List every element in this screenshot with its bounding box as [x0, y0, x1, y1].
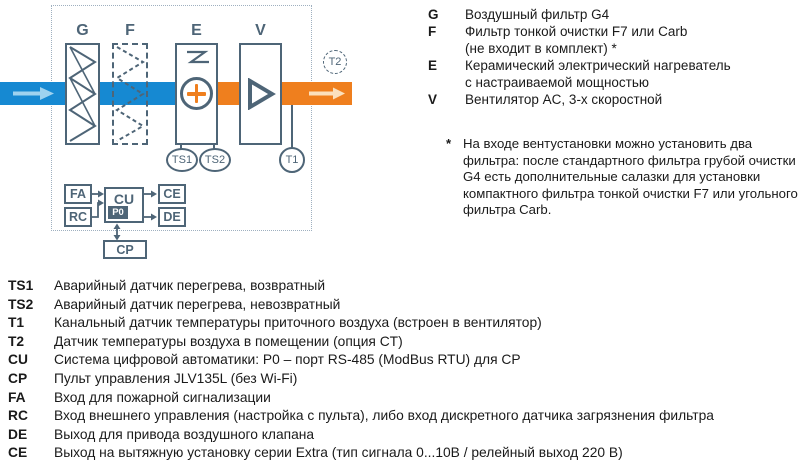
filter-f-box	[112, 43, 148, 145]
intake-flow-arrow-icon	[13, 87, 54, 100]
spec-row-label: CP	[8, 370, 28, 386]
spec-row: DE Выход для привода воздушного клапана	[8, 426, 796, 445]
filter-g-zigzag-icon	[68, 46, 97, 142]
heater-element-icon	[180, 77, 213, 110]
legend-row: F Фильтр тонкой очистки F7 или Carb (не …	[428, 23, 800, 57]
input-rc-box: RC	[64, 207, 92, 227]
heater-coil-icon	[187, 50, 209, 64]
legend-item-label: F	[428, 24, 437, 39]
legend-item-label: V	[428, 92, 438, 107]
label-filter-g: G	[76, 22, 89, 39]
spec-row: RC Вход внешнего управления (настройка с…	[8, 407, 796, 426]
filter-f-zigzag-icon	[115, 46, 145, 142]
legend-item-text: Вентилятор AC, 3-х скоростной	[465, 92, 663, 107]
connector-e-ts2	[213, 143, 215, 151]
fan-v-box	[239, 43, 282, 145]
output-ce-box: CE	[158, 184, 186, 204]
footnote-marker: *	[446, 136, 452, 151]
legend-row: E Керамический электрический нагреватель…	[428, 57, 800, 91]
port-p0-chip: P0	[108, 206, 128, 219]
legend-item-text: Фильтр тонкой очистки F7 или Carb (не вх…	[465, 24, 688, 56]
spec-row-label: TS1	[8, 278, 34, 293]
spec-row-text: Выход на вытяжную установку серии Extra …	[54, 445, 623, 461]
legend-item-label: G	[428, 7, 439, 22]
abbreviation-list: TS1 Аварийный датчик перегрева, возвратн…	[8, 277, 796, 463]
filter-g-box	[65, 43, 100, 145]
control-panel-cp-box: CP	[103, 240, 147, 259]
spec-row-text: Канальный датчик температуры приточного …	[54, 315, 542, 331]
spec-row: T2 Датчик температуры воздуха в помещени…	[8, 333, 796, 352]
spec-row: CE Выход на вытяжную установку серии Ext…	[8, 444, 796, 463]
input-fa-box: FA	[64, 184, 92, 204]
connector-e-ts1	[180, 143, 182, 151]
component-legend: G Воздушный фильтр G4 F Фильтр тонкой оч…	[428, 6, 800, 219]
spec-row: TS2 Аварийный датчик перегрева, невозвра…	[8, 296, 796, 315]
legend-row: V Вентилятор AC, 3-х скоростной	[428, 91, 800, 108]
sensor-t1: T1	[279, 147, 305, 173]
spec-row-label: CU	[8, 352, 28, 368]
sensor-t2: T2	[323, 50, 347, 74]
spec-row: TS1 Аварийный датчик перегрева, возвратн…	[8, 277, 796, 296]
spec-row: T1 Канальный датчик температуры приточно…	[8, 314, 796, 333]
label-heater-e: E	[191, 22, 202, 39]
connector-bar-t1	[291, 105, 293, 149]
spec-row-label: RC	[8, 408, 28, 424]
supply-flow-arrow-icon	[309, 87, 345, 100]
unit-dashed-outline	[51, 5, 312, 231]
fan-triangle-icon	[248, 78, 276, 110]
control-unit-cu-label: CU	[113, 191, 135, 207]
spec-row-text: Выход для привода воздушного клапана	[54, 426, 315, 442]
sensor-ts1: TS1	[166, 148, 198, 172]
spec-row: FA Вход для пожарной сигнализации	[8, 389, 796, 408]
spec-row-text: Система цифровой автоматики: P0 – порт R…	[54, 352, 521, 368]
sensor-ts2: TS2	[199, 148, 231, 172]
legend-items: G Воздушный фильтр G4 F Фильтр тонкой оч…	[428, 6, 800, 108]
spec-row-text: Аварийный датчик перегрева, возвратный	[54, 278, 326, 293]
spec-row-label: DE	[8, 426, 28, 442]
spec-row-text: Пульт управления JLV135L (без Wi-Fi)	[54, 370, 298, 386]
spec-row-label: FA	[8, 389, 26, 405]
legend-item-label: E	[428, 58, 438, 73]
spec-row-label: T2	[8, 333, 25, 349]
spec-row: CP Пульт управления JLV135L (без Wi-Fi)	[8, 370, 796, 389]
spec-row-text: Вход внешнего управления (настройка с пу…	[54, 408, 714, 424]
footnote: * На входе вентустановки можно установит…	[428, 136, 800, 219]
ventilation-unit-diagram: G F E V T2 TS1 TS2 T1	[0, 0, 420, 272]
control-unit-cu-box: CU P0	[104, 187, 144, 223]
legend-item-text: Воздушный фильтр G4	[465, 7, 610, 22]
label-fan-v: V	[255, 22, 266, 39]
legend-row: G Воздушный фильтр G4	[428, 6, 800, 23]
spec-row-label: CE	[8, 445, 28, 461]
legend-item-text: Керамический электрический нагреватель с…	[465, 58, 731, 90]
spec-row: CU Система цифровой автоматики: P0 – пор…	[8, 351, 796, 370]
output-de-box: DE	[158, 207, 186, 227]
label-filter-f: F	[125, 22, 135, 39]
spec-row-label: T1	[8, 315, 25, 331]
spec-row-label: TS2	[8, 296, 34, 312]
spec-row-text: Аварийный датчик перегрева, невозвратный	[54, 296, 341, 312]
heater-e-box	[175, 43, 218, 145]
footnote-text: На входе вентустановки можно установить …	[463, 136, 798, 217]
spec-row-text: Вход для пожарной сигнализации	[54, 389, 271, 405]
spec-row-text: Датчик температуры воздуха в помещении (…	[54, 333, 403, 349]
